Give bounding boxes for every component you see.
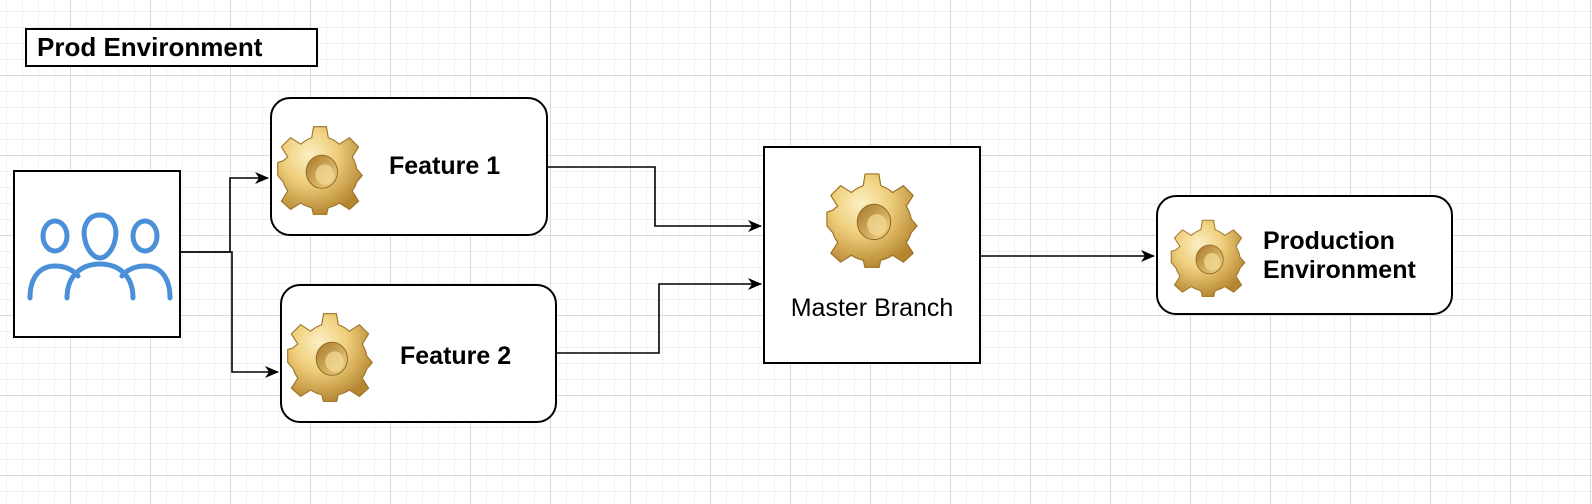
master-branch-node[interactable]: Master Branch [763, 146, 981, 364]
edge-users-feature2 [181, 251, 279, 378]
gear-icon [823, 170, 921, 268]
users-group-icon [27, 212, 173, 301]
production-environment-label: Production Environment [1263, 227, 1416, 284]
gear-icon [274, 123, 366, 215]
feature-2-node[interactable]: Feature 2 [280, 284, 557, 423]
feature-1-label: Feature 1 [389, 152, 501, 180]
edge-feature2-master [557, 278, 762, 354]
diagram-title: Prod Environment [25, 28, 318, 67]
gear-icon [284, 310, 376, 402]
edge-users-feature1 [181, 172, 269, 253]
edge-feature1-master [548, 166, 762, 232]
users-node[interactable] [13, 170, 181, 338]
production-environment-node[interactable]: Production Environment [1156, 195, 1453, 315]
gear-icon [1168, 217, 1248, 297]
feature-2-label: Feature 2 [400, 342, 512, 370]
feature-1-node[interactable]: Feature 1 [270, 97, 548, 236]
master-branch-label: Master Branch [790, 294, 954, 322]
